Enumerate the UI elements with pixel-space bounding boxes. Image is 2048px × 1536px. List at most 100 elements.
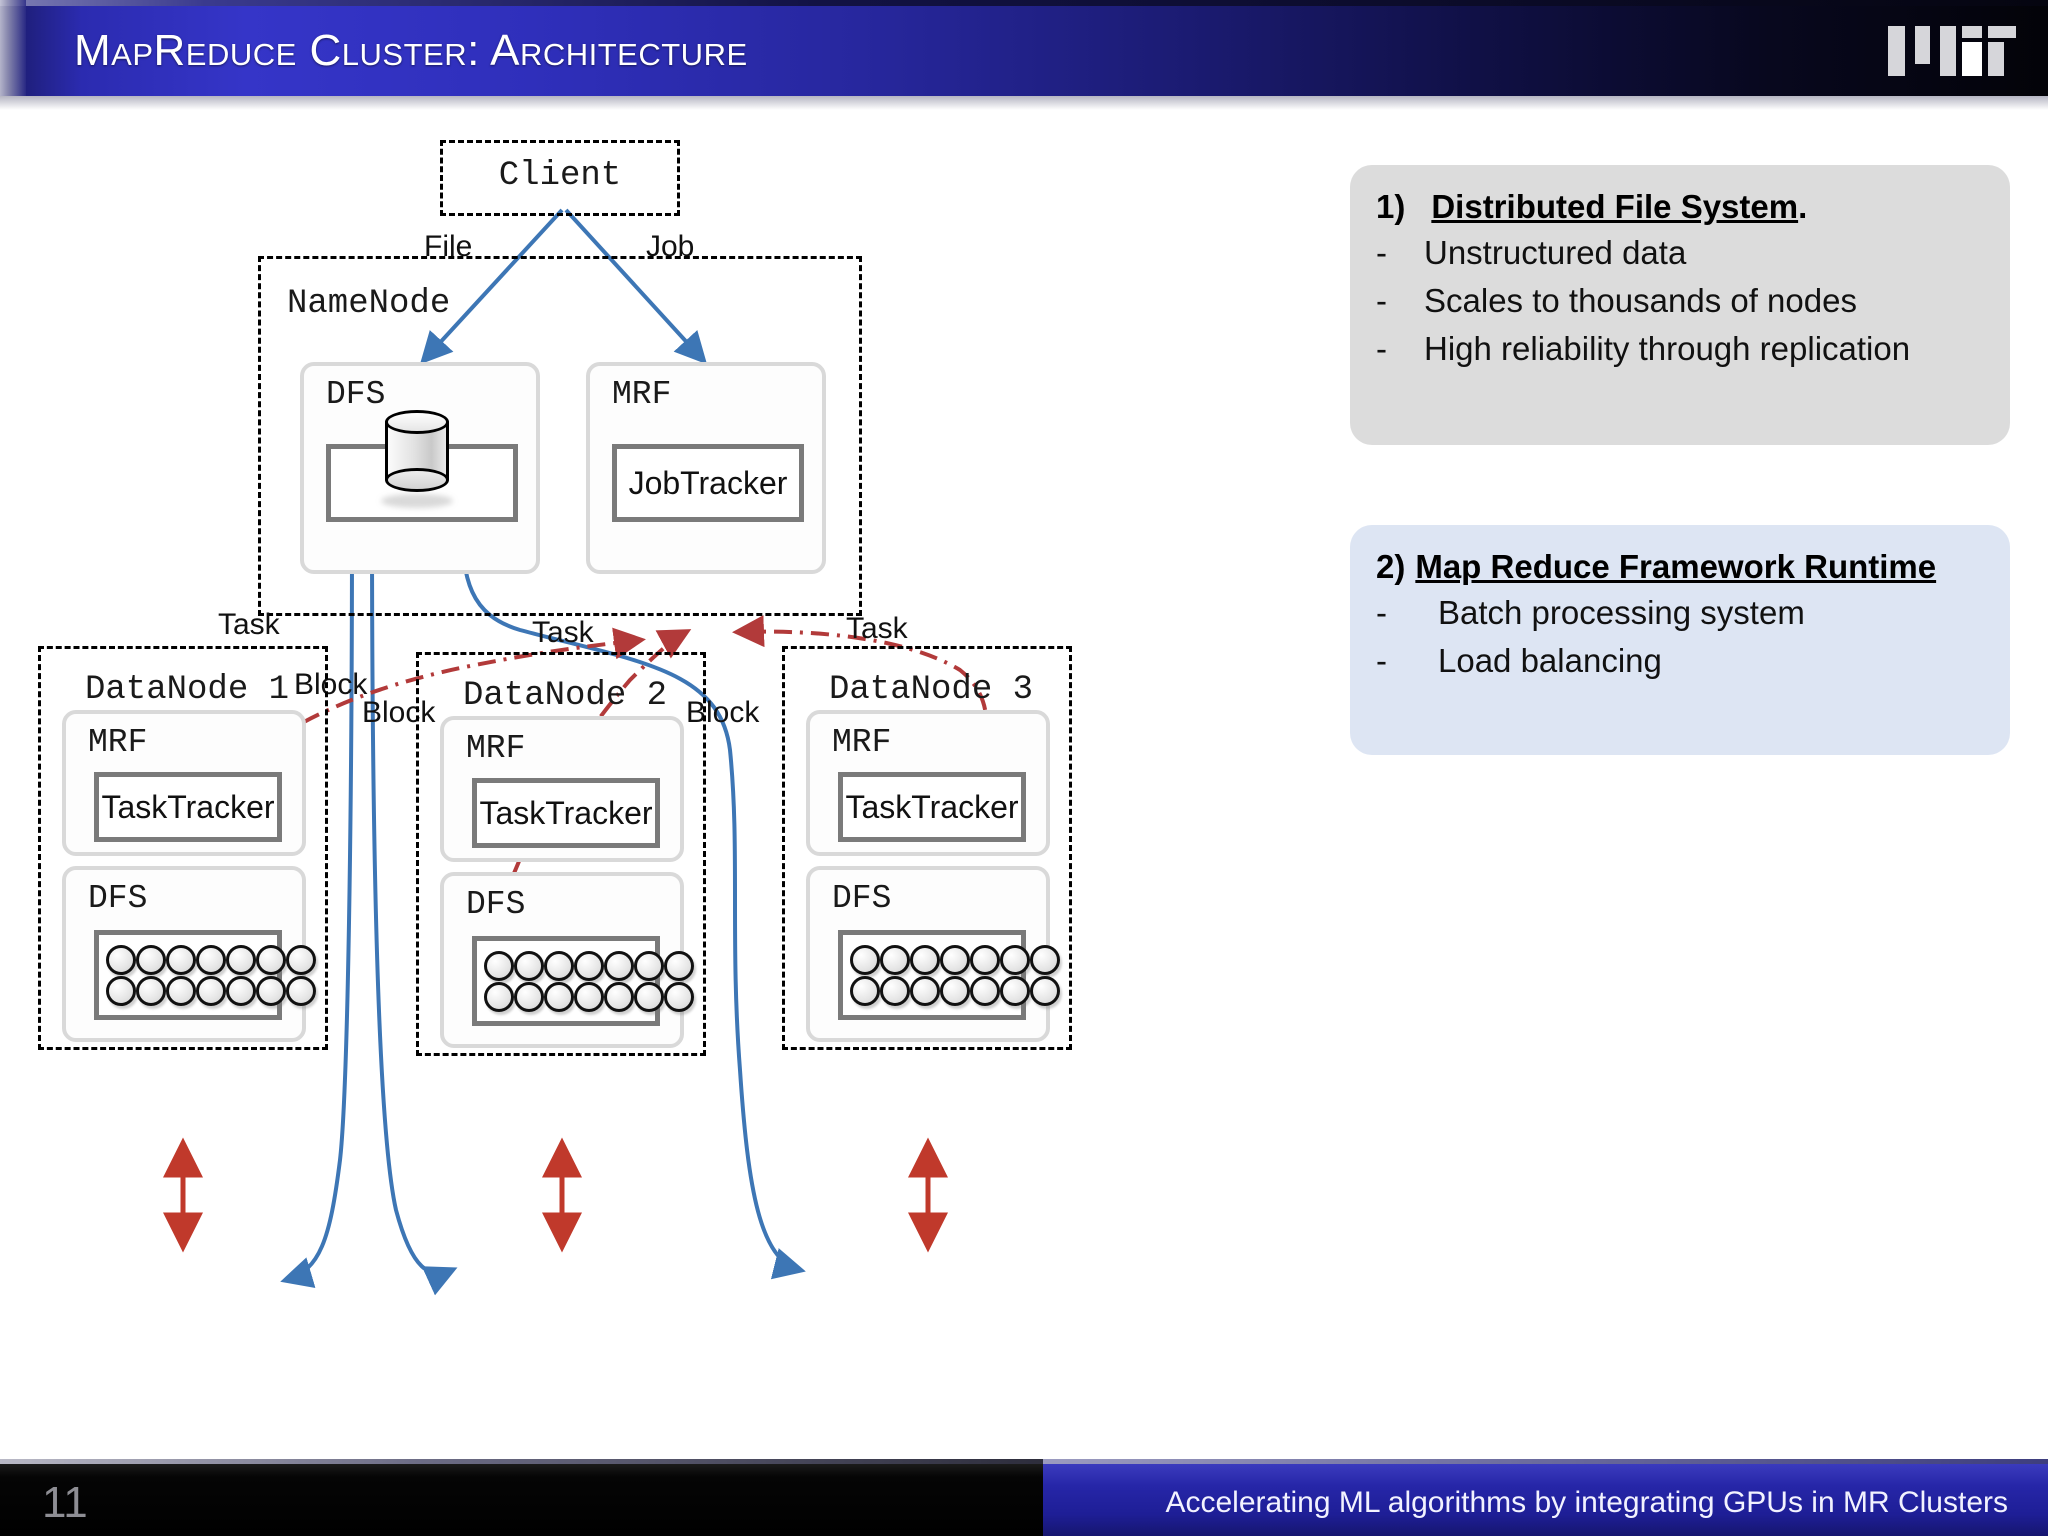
block-dot (940, 944, 970, 975)
title-band: MapReduce Cluster: Architecture (0, 0, 2048, 96)
datanode-1-dfs-label: DFS (88, 880, 148, 917)
namenode-dfs-panel[interactable]: DFS (300, 362, 540, 574)
callout-bullet: - Batch processing system (1376, 591, 1984, 635)
block-dot (544, 950, 574, 981)
block-dot (256, 975, 286, 1006)
datanode-2-container[interactable]: DataNode 2 (416, 652, 706, 1056)
bullet-marker: - (1376, 330, 1387, 368)
page-title: MapReduce Cluster: Architecture (74, 26, 748, 75)
block-dot (106, 944, 136, 975)
datanode-1-block-grid (98, 934, 316, 1016)
datanode-3-block-grid (842, 934, 1060, 1016)
bullet-text: High reliability through replication (1424, 330, 1911, 368)
jobtracker-box[interactable]: JobTracker (612, 444, 804, 522)
block-dot (634, 950, 664, 981)
bullet-marker: - (1376, 281, 1387, 319)
bullet-marker: - (1376, 233, 1387, 271)
datanode-2-dfs-panel[interactable]: DFS (440, 872, 694, 1048)
block-dot (196, 975, 226, 1006)
datanode-1-label: DataNode 1 (85, 671, 290, 709)
block-dot (604, 950, 634, 981)
block-dot (664, 950, 694, 981)
block-dot (1000, 975, 1030, 1006)
block-dot (286, 975, 316, 1006)
title-band-shadow (0, 96, 2048, 110)
client-node[interactable]: Client (440, 140, 680, 216)
edge-label-task-1: Task (218, 608, 280, 641)
bullet-marker: - (1376, 593, 1387, 631)
datanode-3-mrf-label: MRF (832, 724, 892, 761)
datanode-1-dfs-panel[interactable]: DFS (62, 866, 316, 1042)
edge-label-block-2: Block (362, 696, 436, 729)
block-dot (166, 944, 196, 975)
client-label: Client (498, 157, 622, 195)
block-dot (970, 975, 1000, 1006)
datanode-3-tasktracker[interactable]: TaskTracker (838, 772, 1026, 842)
edge-label-task-2: Task (532, 616, 594, 649)
block-dot (604, 981, 634, 1012)
block-dot (850, 975, 880, 1006)
callout-heading: Map Reduce Framework Runtime (1415, 548, 1937, 585)
block-dot (634, 981, 664, 1012)
footer-left-divider (0, 1459, 1043, 1464)
datanode-3-container[interactable]: DataNode 3 (782, 646, 1072, 1050)
title-band-left-edge (0, 0, 26, 96)
datanode-2-tasktracker[interactable]: TaskTracker (472, 778, 660, 848)
edge-label-task-3: Task (846, 612, 908, 645)
block-dot (1000, 944, 1030, 975)
namenode-mrf-label: MRF (612, 376, 672, 413)
datanode-2-block-grid (476, 940, 694, 1022)
datanode-3-dfs-panel[interactable]: DFS (806, 866, 1060, 1042)
block-dot (910, 944, 940, 975)
block-dot (880, 975, 910, 1006)
bullet-text: Scales to thousands of nodes (1424, 281, 1857, 319)
callout-number: 1) (1376, 188, 1406, 225)
block-dot (1030, 944, 1060, 975)
datanode-2-mrf-panel[interactable]: MRF TaskTracker (440, 716, 684, 862)
bullet-text: Unstructured data (1424, 233, 1687, 271)
block-dot (940, 975, 970, 1006)
callout-heading-suffix: . (1798, 188, 1808, 225)
block-dot (574, 981, 604, 1012)
datanode-1-mrf-panel[interactable]: MRF TaskTracker (62, 710, 306, 856)
datanode-2-mrf-label: MRF (466, 730, 526, 767)
footer-left: 11 (0, 1464, 1043, 1536)
title-band-topline (0, 0, 2048, 6)
namenode-dfs-label: DFS (326, 376, 386, 413)
page-number: 11 (42, 1478, 88, 1527)
callout-heading-row: 1) Distributed File System. (1376, 187, 1984, 227)
block-dot (136, 975, 166, 1006)
namenode-mrf-panel[interactable]: MRF JobTracker (586, 362, 826, 574)
datanode-1-mrf-label: MRF (88, 724, 148, 761)
block-dot (880, 944, 910, 975)
block-dot (226, 975, 256, 1006)
callout-number: 2) (1376, 548, 1406, 585)
block-dot (574, 950, 604, 981)
datanode-3-dfs-label: DFS (832, 880, 892, 917)
block-dot (286, 944, 316, 975)
footer-right: Accelerating ML algorithms by integratin… (1043, 1464, 2048, 1536)
block-dot (514, 950, 544, 981)
datanode-1-container[interactable]: DataNode 1 (38, 646, 328, 1050)
block-dot (136, 944, 166, 975)
deck-title: Accelerating ML algorithms by integratin… (1165, 1486, 2008, 1519)
block-dot (910, 975, 940, 1006)
block-dot (484, 950, 514, 981)
callout-bullet: - Scales to thousands of nodes (1376, 279, 1984, 323)
block-dot (196, 944, 226, 975)
namenode-container[interactable]: NameNode (258, 256, 862, 616)
datanode-2-label: DataNode 2 (463, 677, 668, 715)
datanode-3-label: DataNode 3 (829, 671, 1034, 709)
block-dot (1030, 975, 1060, 1006)
datanode-3-mrf-panel[interactable]: MRF TaskTracker (806, 710, 1050, 856)
block-dot (166, 975, 196, 1006)
datanode-2-dfs-label: DFS (466, 886, 526, 923)
namenode-label: NameNode (287, 285, 451, 323)
block-dot (484, 981, 514, 1012)
edge-label-block-1: Block (294, 668, 368, 701)
datanode-1-tasktracker[interactable]: TaskTracker (94, 772, 282, 842)
callout-map-reduce-framework-runtime: 2) Map Reduce Framework Runtime - Batch … (1350, 525, 2010, 755)
callout-bullet: - Load balancing (1376, 639, 1984, 683)
block-dot (544, 981, 574, 1012)
